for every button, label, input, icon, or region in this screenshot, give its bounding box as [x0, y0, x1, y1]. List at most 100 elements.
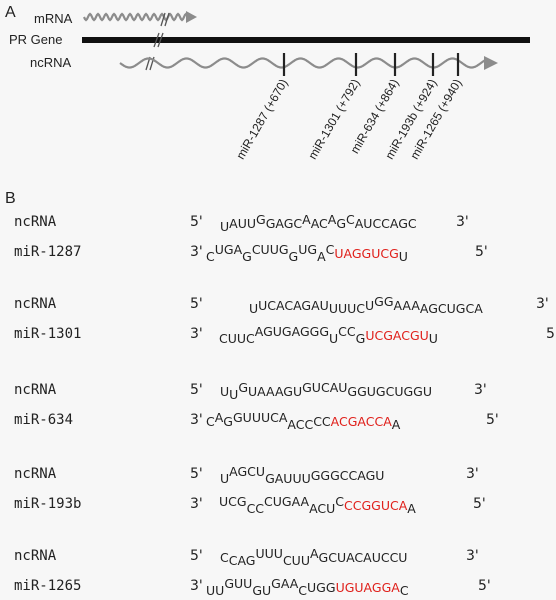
mrna-label: mRNA	[34, 11, 73, 26]
mirna-sequence: UUGUUGUGAACUGGUGUAGGAC	[206, 576, 409, 600]
nucleotide-run: GG	[374, 294, 394, 309]
mirna-five-prime: 5'	[546, 326, 556, 342]
nucleotide-run: A	[407, 501, 416, 516]
mirna-three-prime: 3'	[190, 496, 203, 512]
nucleotide-run: UU	[206, 583, 225, 598]
mirna-name: miR-193b	[14, 496, 82, 512]
ncrna-sequence: UAUUGGAGCAACAGCAUCCAGC	[220, 212, 417, 236]
seed-region: UAGGUCG	[334, 246, 399, 261]
nucleotide-run: A	[214, 410, 224, 425]
mirna-three-prime: 3'	[190, 578, 203, 594]
pr-gene-label: PR Gene	[9, 32, 63, 47]
nucleotide-run: A	[317, 249, 326, 264]
nucleotide-run: AGC	[229, 464, 256, 479]
seed-region: UGUAGGA	[335, 580, 400, 595]
ncrna-transcript	[119, 57, 487, 69]
panel-b-label: B	[5, 190, 16, 207]
nucleotide-run: U	[220, 219, 230, 234]
nucleotide-run: CUUC	[219, 331, 255, 346]
ncrna-label-a: ncRNA	[30, 55, 72, 70]
panel-a-label: A	[5, 4, 16, 21]
ncrna-sequence: CCAGUUUCUUAGCUACAUCCU	[220, 546, 407, 570]
mirna-site-label: miR-1287 (+670)	[233, 76, 290, 161]
nucleotide-run: GUCAU	[302, 380, 348, 395]
mirna-sequence: CUGAGCUUGGUGACUAGGUCGU	[206, 242, 408, 266]
nucleotide-run: GAUUU	[265, 471, 311, 486]
nucleotide-run: CAG	[228, 553, 256, 568]
nucleotide-run: AGAU	[293, 298, 329, 313]
nucleotide-run: ACU	[309, 501, 336, 516]
nucleotide-run: GU	[252, 583, 272, 598]
nucleotide-run: CUU	[282, 553, 310, 568]
mirna-five-prime: 5'	[486, 412, 499, 428]
nucleotide-run: A	[327, 212, 337, 227]
mirna-five-prime: 5'	[478, 578, 491, 594]
nucleotide-run: UCG	[219, 494, 247, 509]
nucleotide-run: UG	[298, 242, 318, 257]
nucleotide-run: ACC	[287, 417, 314, 432]
nucleotide-run: U	[428, 331, 438, 346]
nucleotide-run: UUUC	[328, 301, 365, 316]
ncrna-name: ncRNA	[14, 214, 57, 230]
nucleotide-run: C	[206, 249, 215, 264]
nucleotide-run: AAA	[393, 298, 420, 313]
mirna-three-prime: 3'	[190, 412, 203, 428]
nucleotide-run: G	[223, 414, 233, 429]
mirna-sequence: CAGGUUUCAACCCCACGACCAA	[206, 410, 400, 434]
nucleotide-run: CUGAA	[264, 494, 310, 509]
nucleotide-run: CC	[246, 501, 265, 516]
ncrna-five-prime: 5'	[190, 296, 203, 312]
nucleotide-run: UAAAGU	[248, 384, 303, 399]
ncrna-sequence: UAGCUGAUUUGGGCCAGU	[220, 464, 385, 488]
nucleotide-run: C	[346, 212, 355, 227]
nucleotide-run: GAGC	[265, 216, 303, 231]
mrna-transcript	[83, 12, 189, 22]
mirna-sequence: CUUCAGUGAGGGUCCGUCGACGUU	[219, 324, 438, 348]
nucleotide-run: CC	[313, 414, 331, 429]
nucleotide-run: G	[242, 249, 252, 264]
nucleotide-run: AGCUGCA	[419, 301, 483, 316]
nucleotide-run: GGGCCAGU	[310, 468, 385, 483]
ncrna-three-prime: 3'	[456, 214, 469, 230]
mirna-five-prime: 5'	[475, 244, 488, 260]
nucleotide-run: U	[220, 384, 230, 399]
nucleotide-run: A	[302, 212, 311, 227]
nucleotide-run: C	[335, 494, 345, 509]
ncrna-three-prime: 3'	[466, 548, 479, 564]
mirna-sequence: UCGCCCUGAAACUCCCGGUCAA	[219, 494, 416, 518]
nucleotide-run: G	[256, 212, 266, 227]
nucleotide-run: G	[336, 216, 347, 231]
nucleotide-run: C	[325, 242, 335, 257]
nucleotide-run: AGGG	[291, 324, 330, 339]
ncrna-name: ncRNA	[14, 548, 57, 564]
nucleotide-run: AUCCAGC	[354, 216, 417, 231]
nucleotide-run: AC	[310, 216, 328, 231]
seed-region: UCGACGU	[365, 328, 429, 343]
nucleotide-run: UCAC	[258, 298, 294, 313]
nucleotide-run: GAA	[271, 576, 299, 591]
nucleotide-run: C	[206, 414, 215, 429]
mirna-three-prime: 3'	[190, 244, 203, 260]
mirna-five-prime: 5'	[473, 496, 486, 512]
nucleotide-run: U	[365, 298, 375, 313]
ncrna-three-prime: 3'	[466, 466, 479, 482]
mrna-arrow-head	[186, 11, 197, 23]
nucleotide-run: UGG	[307, 580, 336, 595]
seed-region: ACGACCA	[330, 414, 392, 429]
nucleotide-run: U	[329, 331, 339, 346]
nucleotide-run: U	[398, 249, 408, 264]
mirna-three-prime: 3'	[190, 326, 203, 342]
nucleotide-run: UGA	[214, 242, 243, 257]
nucleotide-run: GGUGCUGGU	[347, 384, 432, 399]
ncrna-arrow-head	[484, 56, 498, 70]
ncrna-five-prime: 5'	[190, 466, 203, 482]
nucleotide-run: C	[298, 583, 308, 598]
mirna-name: miR-1301	[14, 326, 82, 342]
nucleotide-run: G	[288, 249, 299, 264]
nucleotide-run: AUU	[229, 216, 257, 231]
ncrna-three-prime: 3'	[474, 382, 487, 398]
nucleotide-run: G	[355, 331, 366, 346]
nucleotide-run: CC	[338, 324, 356, 339]
mirna-name: miR-634	[14, 412, 74, 428]
